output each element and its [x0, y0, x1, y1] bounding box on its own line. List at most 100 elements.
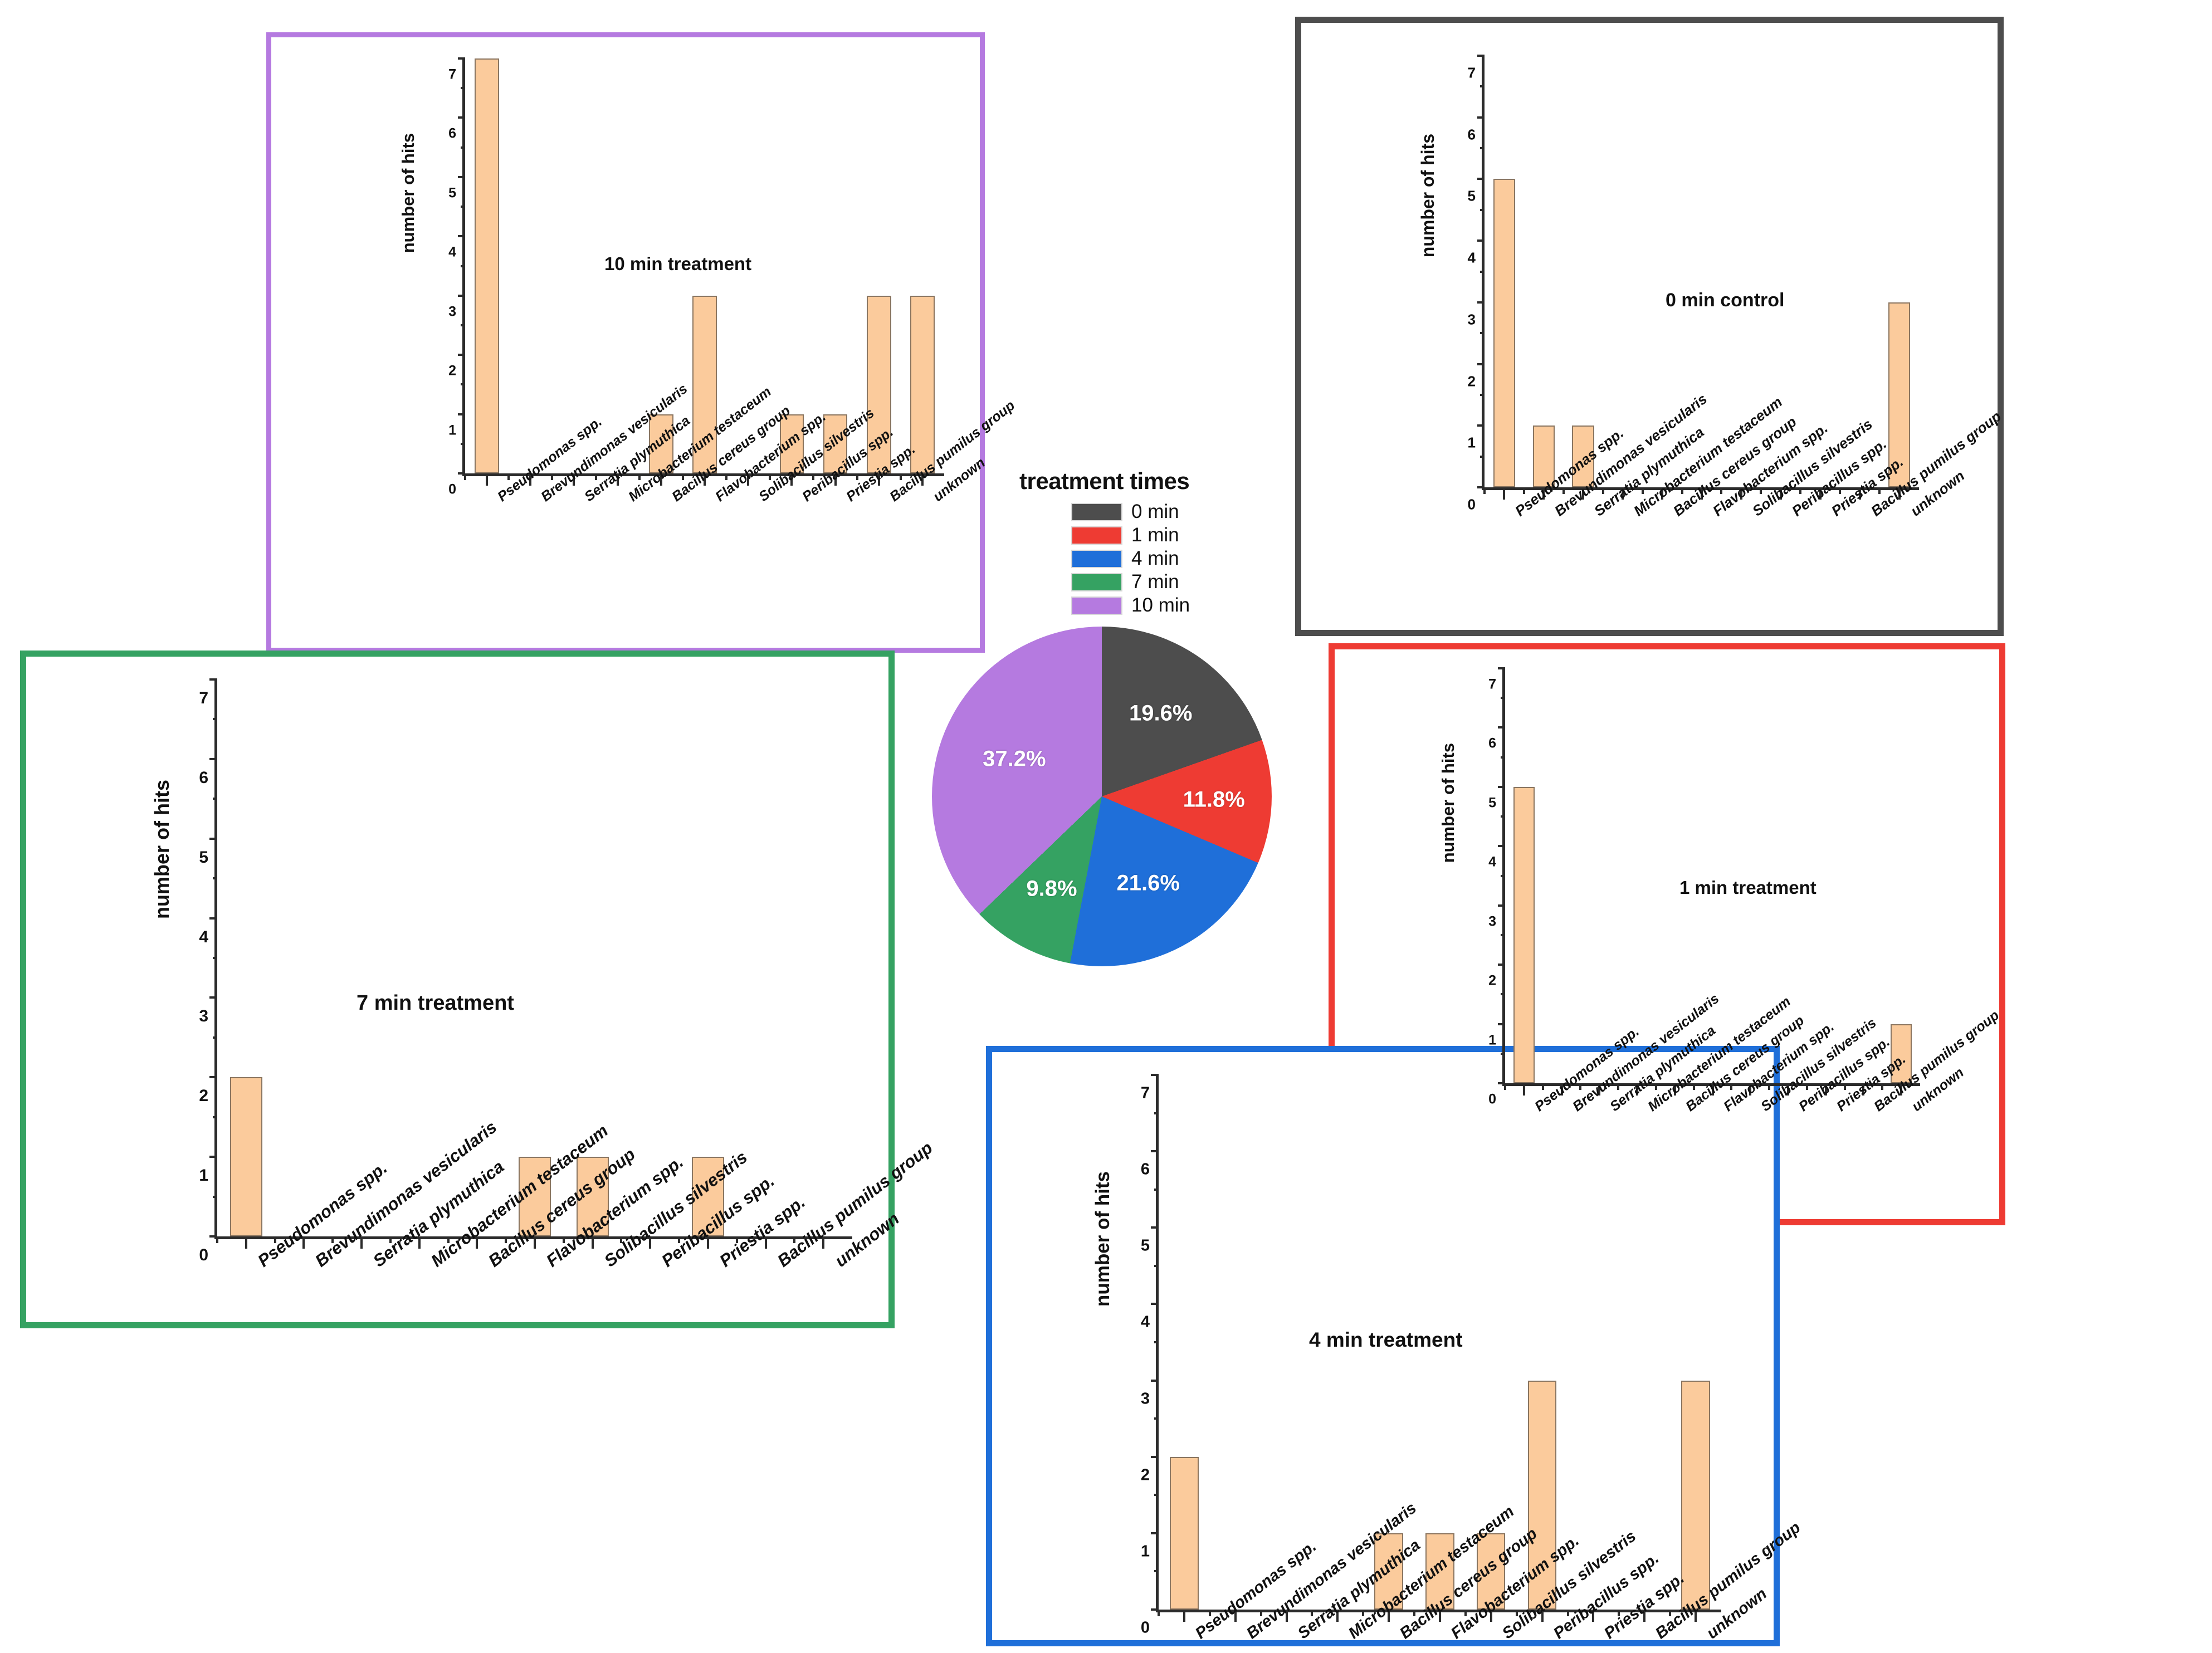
x-tick-mark — [877, 473, 880, 486]
bars-0-min-control — [1485, 56, 1919, 487]
x-tick-mark — [1490, 1610, 1492, 1622]
y-tick-mark-minor — [1501, 815, 1505, 818]
legend-item-1-min: 1 min — [1071, 524, 1190, 547]
panel-10min — [266, 32, 985, 653]
bar-slot — [1210, 1075, 1261, 1610]
x-tick-mark-minor — [1311, 1610, 1313, 1616]
bar-slot — [901, 58, 944, 473]
y-tick-mark-minor — [1480, 332, 1485, 335]
bar-slot — [1879, 56, 1919, 487]
bar-slot — [1466, 1075, 1517, 1610]
bar-unknown — [1681, 1380, 1710, 1610]
y-tick-mark — [458, 413, 465, 415]
x-tick-mark-minor — [1768, 1083, 1771, 1090]
bar-peribacillus-spp- — [779, 414, 804, 473]
y-tick-mark-minor — [1501, 1052, 1505, 1055]
bar-bacillus-cereus-group — [648, 414, 673, 473]
y-tick-label: 5 — [1488, 795, 1496, 811]
y-tick-label: 1 — [1467, 434, 1476, 451]
x-tick-mark — [1779, 487, 1782, 500]
x-tick-mark — [1542, 487, 1545, 500]
x-tick-mark — [1643, 1610, 1646, 1622]
bar-slot — [737, 679, 795, 1236]
y-tick-label: 1 — [1488, 1032, 1496, 1048]
x-tick-mark — [1285, 1610, 1288, 1622]
x-tick-mark-minor — [725, 473, 728, 480]
x-tick-mark-minor — [899, 473, 902, 480]
x-tick-mark — [1711, 1083, 1714, 1096]
legend-item-7-min: 7 min — [1071, 570, 1190, 594]
y-tick-label: 2 — [1488, 972, 1496, 989]
bar-flavobacterium-spp- — [1425, 1533, 1454, 1610]
y-axis-title-1-min-treatment: number of hits — [1438, 743, 1458, 863]
x-tick-mark — [1522, 1083, 1525, 1096]
bar-pseudomonas-spp- — [1170, 1456, 1199, 1610]
x-tick-mark — [1695, 1610, 1697, 1622]
y-tick-label: 4 — [1140, 1313, 1150, 1331]
bar-priestia-spp- — [823, 414, 848, 473]
bar-slot — [1670, 1075, 1721, 1610]
x-tick-mark-minor — [620, 1236, 623, 1243]
legend-swatch-icon — [1071, 502, 1122, 521]
y-tick-label: 3 — [1467, 311, 1476, 328]
y-tick-mark — [1477, 178, 1485, 180]
y-tick-mark-minor — [1154, 1188, 1159, 1191]
x-axis-ticks-0-min-control — [1483, 487, 1919, 501]
y-tick-label: 5 — [199, 848, 208, 867]
y-tick-mark — [1151, 1150, 1159, 1153]
x-tick-mark-minor — [1881, 1083, 1884, 1090]
legend-item-label: 10 min — [1131, 594, 1190, 616]
x-tick-mark-minor — [1760, 487, 1762, 494]
x-tick-mark — [1673, 1083, 1676, 1096]
bar-slot — [1568, 1075, 1619, 1610]
x-tick-mark-minor — [1504, 1083, 1506, 1090]
bar-slot — [465, 58, 509, 473]
chart-title-10-min-treatment: 10 min treatment — [604, 253, 752, 274]
x-tick-mark — [1749, 1083, 1752, 1096]
legend-item-label: 7 min — [1131, 571, 1179, 593]
y-tick-mark-minor — [461, 442, 465, 445]
x-axis-ticks-1-min-treatment — [1504, 1083, 1920, 1097]
bar-slot — [1682, 56, 1722, 487]
y-tick-label: 0 — [1488, 1091, 1496, 1107]
bar-slot — [333, 679, 390, 1236]
legend-title: treatment times — [1019, 468, 1190, 494]
x-tick-mark — [764, 1236, 767, 1249]
bar-slot — [1505, 668, 1543, 1083]
x-tick-mark — [834, 473, 837, 486]
y-tick-mark — [1498, 845, 1505, 848]
x-tick-mark-minor — [562, 1236, 565, 1243]
y-tick-label: 5 — [448, 185, 456, 201]
y-tick-mark-minor — [1154, 1494, 1159, 1496]
y-tick-mark — [1477, 301, 1485, 304]
bar-slot — [1603, 56, 1643, 487]
bar-slot — [390, 679, 448, 1236]
y-axis-title-4-min-treatment: number of hits — [1092, 1171, 1114, 1307]
bar-slot — [1618, 668, 1656, 1083]
y-tick-mark-minor — [213, 877, 217, 880]
y-tick-label: 5 — [1467, 187, 1476, 204]
bar-slot — [1414, 1075, 1466, 1610]
x-tick-mark — [418, 1236, 421, 1249]
x-tick-mark — [1661, 487, 1664, 500]
panel-7min — [20, 651, 895, 1328]
y-tick-mark — [1498, 785, 1505, 788]
y-tick-label: 6 — [1488, 735, 1496, 751]
x-tick-mark-minor — [1654, 1083, 1657, 1090]
y-tick-mark-minor — [1480, 393, 1485, 396]
y-tick-mark — [458, 175, 465, 178]
legend-item-10-min: 10 min — [1071, 594, 1190, 617]
y-tick-label: 5 — [1140, 1236, 1150, 1255]
pie-slice-label-10-min: 37.2% — [983, 746, 1046, 771]
y-tick-mark — [1151, 1379, 1159, 1382]
y-tick-mark-minor — [1501, 933, 1505, 936]
y-tick-mark-minor — [1154, 1570, 1159, 1573]
bar-bacillus-pumilus-group — [866, 295, 891, 473]
x-tick-mark — [790, 473, 793, 486]
x-tick-mark-minor — [464, 473, 466, 480]
